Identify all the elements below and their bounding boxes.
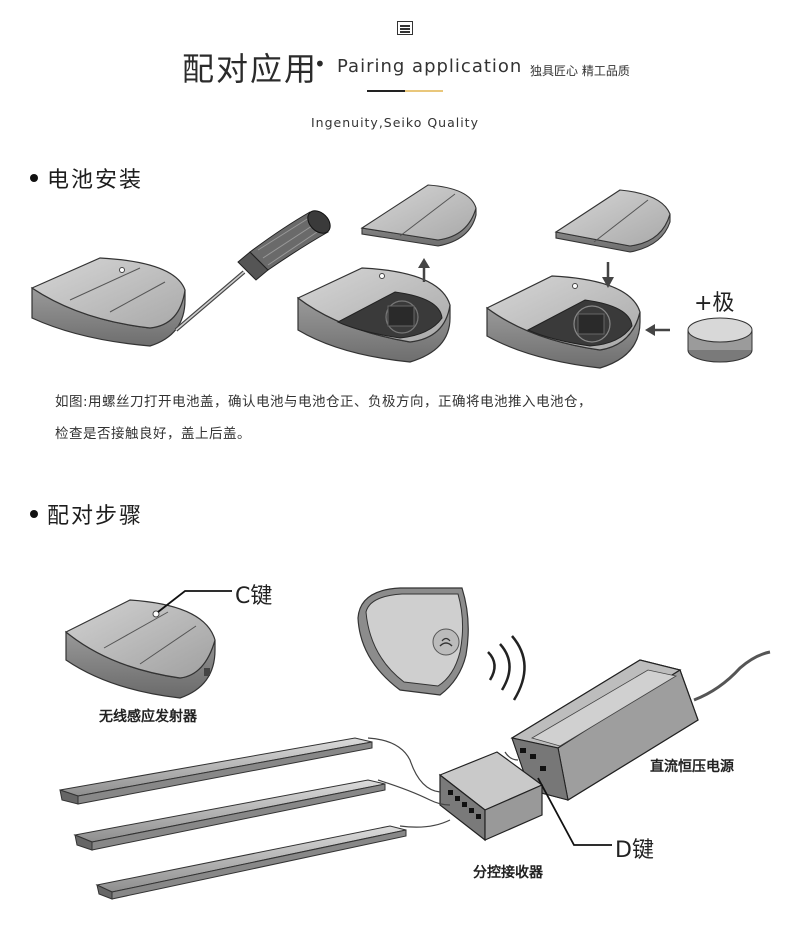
- power-supply-label: 直流恒压电源: [650, 759, 734, 775]
- section-battery-title-text: 电池安装: [47, 168, 144, 193]
- connection-cables: [367, 737, 519, 828]
- page-title: 配对应用: [182, 50, 319, 88]
- subtitle: Ingenuity,Seiko Quality: [310, 115, 479, 130]
- battery-cover-lowering: [554, 189, 671, 253]
- c-key-callout: [157, 590, 232, 613]
- sub-control-receiver: [438, 751, 544, 842]
- transmitter-back: [357, 587, 469, 696]
- arrow-left-icon: [645, 324, 670, 336]
- wireless-transmitter: [64, 599, 216, 699]
- menu-icon[interactable]: [397, 21, 413, 35]
- title-separator: •: [314, 52, 326, 76]
- bullet-icon: [30, 510, 38, 518]
- dc-power-supply: [510, 650, 771, 801]
- transmitter-open: [296, 267, 451, 363]
- bullet-icon: [30, 174, 38, 182]
- tagline: 独具匠心 精工品质: [530, 64, 630, 78]
- arrow-down-icon: [602, 262, 614, 288]
- wireless-signal-icon: [487, 635, 526, 701]
- led-light-bar-2: [73, 779, 386, 851]
- title-underline: [367, 90, 443, 92]
- section-pairing-title-text: 配对步骤: [47, 504, 144, 529]
- coin-battery-icon: [687, 317, 753, 363]
- led-light-bar-3: [95, 825, 407, 900]
- arrow-up-icon: [418, 258, 430, 282]
- d-key-label: D键: [615, 838, 654, 863]
- led-light-bar-1: [59, 737, 373, 805]
- battery-desc-line1: 如图:用螺丝刀打开电池盖，确认电池与电池仓正、负极方向，正确将电池推入电池仓，: [55, 394, 593, 410]
- c-key-label: C键: [235, 584, 273, 609]
- battery-cover-lifted: [360, 184, 477, 247]
- section-pairing-title: 配对步骤: [30, 498, 143, 530]
- battery-desc-line2: 检查是否接触良好，盖上后盖。: [55, 426, 251, 442]
- d-key-callout: [537, 777, 612, 846]
- section-battery-title: 电池安装: [30, 162, 143, 194]
- screwdriver-icon: [174, 210, 331, 332]
- transmitter-battery-insert: [485, 275, 641, 369]
- page-title-english: Pairing application: [337, 56, 523, 77]
- receiver-label: 分控接收器: [473, 865, 543, 881]
- transmitter-closed: [30, 257, 186, 347]
- plus-pole-label: +极: [694, 291, 735, 316]
- transmitter-label: 无线感应发射器: [99, 709, 197, 725]
